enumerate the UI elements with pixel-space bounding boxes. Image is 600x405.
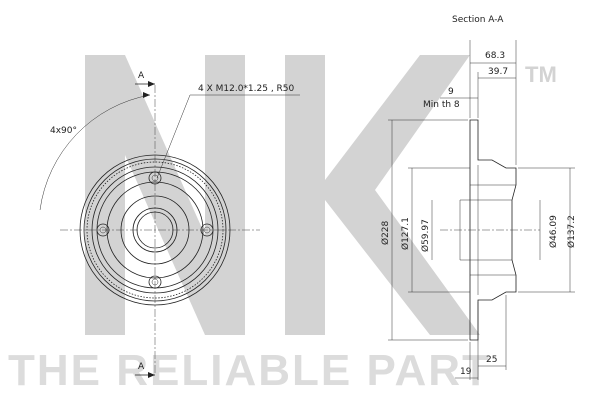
dim-hub-width: 39.7 — [488, 67, 508, 77]
bolt-holes — [96, 171, 214, 289]
bolt-hole-right-inner — [203, 226, 211, 234]
dim-outer-diameter: Ø228 — [380, 220, 391, 245]
bolt-hole-left-inner — [99, 226, 107, 234]
drum-knurl-ring — [86, 161, 224, 299]
bolt-hole-top — [148, 171, 162, 185]
dim-thickness: 9 — [448, 87, 454, 97]
front-view: 4x90° A A 4 X M12.0*1.25 , R50 — [39, 71, 300, 378]
dim-min-thickness: Min th 8 — [423, 100, 460, 110]
center-bore-inner — [136, 211, 174, 249]
angle-arrow — [143, 92, 150, 98]
dim-total-width: 68.3 — [485, 51, 505, 61]
drum-outer-ring — [79, 154, 231, 306]
bolt-hole-bottom-inner — [151, 278, 159, 286]
drum-ring-3 — [91, 166, 219, 294]
hub-flange-ring — [106, 181, 204, 279]
tagline-watermark: THE RELIABLE PART — [8, 346, 491, 395]
center-bore-outer — [132, 207, 178, 253]
trademark-mark: TM — [525, 62, 557, 87]
section-arrow-bottom — [148, 372, 155, 378]
thread-note: 4 X M12.0*1.25 , R50 — [198, 84, 295, 94]
section-title: Section A-A — [452, 15, 504, 25]
bolt-hole-top-inner — [151, 174, 159, 182]
section-mark-bottom: A — [138, 362, 145, 372]
angle-arc — [39, 94, 151, 211]
logo-letter-k — [285, 55, 480, 335]
logo-letter-n — [85, 55, 245, 335]
section-arrow-top — [148, 81, 155, 87]
section-view: Section A-A 68.3 39.7 9 Min th 8 Ø228 Ø1… — [380, 15, 577, 380]
section-mark-top: A — [138, 71, 145, 81]
dim-center-bore: Ø59.97 — [420, 219, 431, 252]
dim-hub-inner: Ø46.09 — [548, 215, 559, 248]
angle-label: 4x90° — [50, 126, 77, 136]
drum-ring-2 — [83, 158, 227, 302]
bolt-hole-left — [96, 223, 110, 237]
dim-drum-diameter: Ø127.1 — [400, 217, 411, 250]
dim-width-25: 25 — [486, 355, 497, 365]
bolt-hole-bottom — [148, 275, 162, 289]
bolt-hole-right — [200, 223, 214, 237]
hub-ring — [120, 195, 190, 265]
nk-logo-watermark — [85, 55, 480, 335]
dim-width-19: 19 — [460, 367, 472, 377]
dim-hub-outer: Ø137.2 — [566, 215, 577, 248]
thread-leader — [156, 94, 191, 179]
